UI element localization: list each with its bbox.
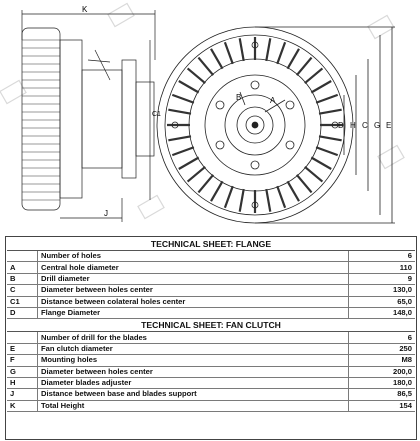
dim-label-b: B xyxy=(236,93,241,102)
flange-title: TECHNICAL SHEET: FLANGE xyxy=(7,238,415,251)
row-code: H xyxy=(7,377,38,390)
dim-label-h: H xyxy=(350,121,356,130)
row-value: 65,0 xyxy=(348,296,415,308)
fan-clutch-title: TECHNICAL SHEET: FAN CLUTCH xyxy=(7,318,415,333)
row-code: D xyxy=(7,307,38,320)
row-label: Distance between base and blades support xyxy=(37,388,349,401)
row-label: Diameter between holes center xyxy=(37,366,349,378)
row-value: 130,0 xyxy=(348,284,415,297)
flange-header-row: TECHNICAL SHEET: FLANGE xyxy=(7,238,415,251)
row-label: Fan clutch diameter xyxy=(37,343,349,356)
row-label: Flange Diameter xyxy=(37,307,349,320)
row-label: Number of holes xyxy=(37,249,349,263)
dim-label-c1: C1 xyxy=(152,111,161,118)
row-code: J xyxy=(7,388,38,401)
row-code: B xyxy=(7,273,38,286)
watermark-pattern xyxy=(0,2,405,220)
row-label: Number of drill for the blades xyxy=(37,331,349,344)
row-code: E xyxy=(7,343,38,356)
dim-label-j: J xyxy=(104,209,108,218)
row-value: 250 xyxy=(348,343,415,356)
row-code: F xyxy=(7,354,38,367)
row-value: 200,0 xyxy=(348,366,415,378)
row-value: 148,0 xyxy=(348,307,415,320)
row-code xyxy=(7,249,38,263)
row-value: 110 xyxy=(348,261,415,274)
row-value: 154 xyxy=(348,400,415,413)
row-label: Drill diameter xyxy=(37,273,349,286)
technical-drawing: K J C1 xyxy=(0,2,405,224)
row-code: C1 xyxy=(7,296,38,308)
dim-label-g: G xyxy=(374,121,380,130)
front-view xyxy=(156,26,395,224)
dim-label-d: D xyxy=(338,121,344,130)
row-code: G xyxy=(7,366,38,378)
row-value: M8 xyxy=(348,354,415,367)
row-label: Diameter blades adjuster xyxy=(37,377,349,390)
row-label: Diameter between holes center xyxy=(37,284,349,297)
row-code: A xyxy=(7,261,38,274)
dim-label-e: E xyxy=(386,121,391,130)
side-view xyxy=(21,10,156,222)
row-value: 180,0 xyxy=(348,377,415,390)
row-value: 9 xyxy=(348,273,415,286)
row-label: Distance between colateral holes center xyxy=(37,296,349,308)
dim-label-a: A xyxy=(270,96,276,105)
row-value: 86,5 xyxy=(348,388,415,401)
row-code: C xyxy=(7,284,38,297)
fan-clutch-header-row: TECHNICAL SHEET: FAN CLUTCH xyxy=(7,318,415,333)
row-code xyxy=(7,331,38,344)
row-value: 6 xyxy=(348,249,415,263)
row-code: K xyxy=(7,400,38,413)
dim-label-c: C xyxy=(362,121,368,130)
row-label: Total Height xyxy=(37,400,349,413)
row-value: 6 xyxy=(348,331,415,344)
row-label: Mounting holes xyxy=(37,354,349,367)
dim-label-k: K xyxy=(82,5,88,14)
row-label: Central hole diameter xyxy=(37,261,349,274)
